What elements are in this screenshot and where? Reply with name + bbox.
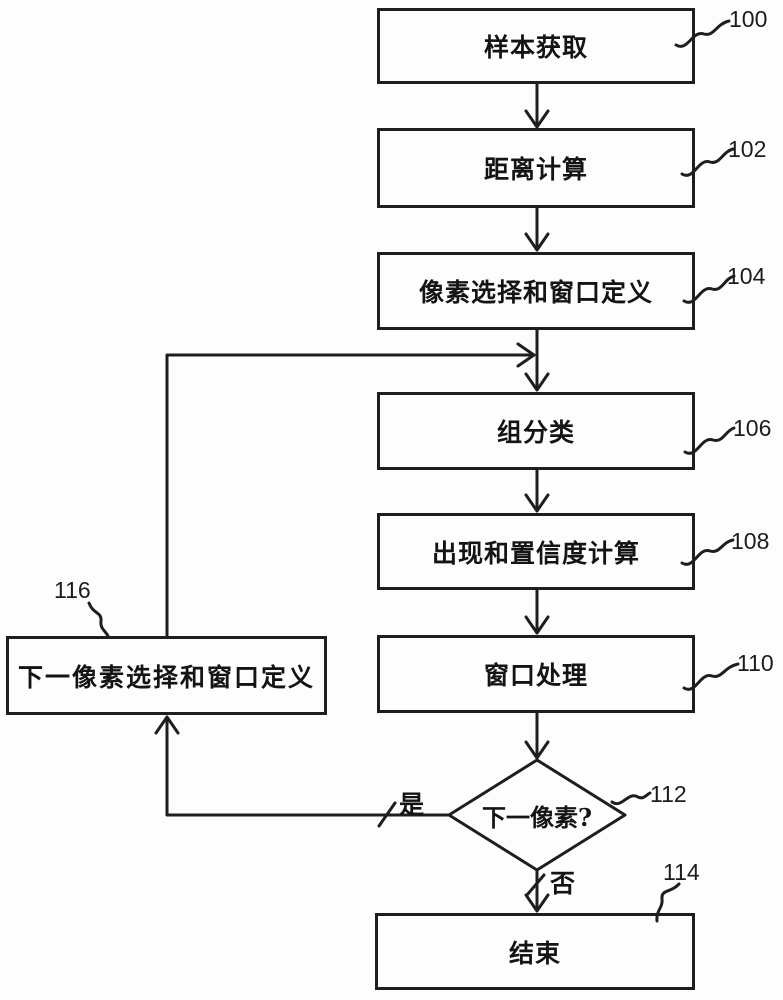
flow-decision-next-pixel-label: 下一像素? bbox=[481, 802, 593, 832]
yes-branch-slash bbox=[377, 801, 397, 828]
ref-label-104: 104 bbox=[727, 263, 766, 289]
arrow-100-to-102 bbox=[524, 82, 550, 129]
ref-label-112: 112 bbox=[650, 781, 687, 807]
arrow-decision-to-end bbox=[524, 868, 550, 913]
flow-box-sample-acquisition-label: 样本获取 bbox=[483, 33, 588, 62]
yes-branch-label: 是 bbox=[399, 790, 425, 819]
ref-label-110: 110 bbox=[737, 650, 774, 676]
flow-box-group-classify-label: 组分类 bbox=[496, 418, 575, 447]
flow-box-group-classify: 组分类 bbox=[377, 392, 695, 470]
flow-box-window-processing-label: 窗口处理 bbox=[483, 661, 588, 690]
flow-box-end: 结束 bbox=[375, 913, 695, 990]
flow-box-pixel-window: 像素选择和窗口定义 bbox=[377, 252, 695, 330]
ref-label-114: 114 bbox=[663, 859, 700, 885]
leader-116 bbox=[87, 601, 110, 638]
no-branch-label: 否 bbox=[550, 869, 576, 898]
no-branch-slash bbox=[525, 873, 546, 897]
flow-box-distance-calc: 距离计算 bbox=[377, 128, 695, 208]
ref-label-116: 116 bbox=[54, 577, 91, 603]
arrow-110-to-decision bbox=[524, 711, 550, 760]
ref-label-106: 106 bbox=[733, 415, 772, 441]
arrow-108-to-110 bbox=[524, 588, 550, 635]
flow-box-next-pixel-window-label: 下一像素选择和窗口定义 bbox=[17, 662, 315, 692]
flow-box-next-pixel-window: 下一像素选择和窗口定义 bbox=[6, 636, 327, 715]
arrow-loop-back bbox=[165, 342, 536, 638]
flow-box-end-label: 结束 bbox=[508, 938, 561, 968]
flow-box-occurrence-confidence: 出现和置信度计算 bbox=[377, 513, 695, 590]
flow-box-sample-acquisition: 样本获取 bbox=[377, 8, 695, 84]
flow-box-pixel-window-label: 像素选择和窗口定义 bbox=[418, 278, 653, 307]
arrow-104-to-106 bbox=[524, 328, 550, 392]
ref-label-108: 108 bbox=[731, 528, 770, 554]
flow-box-distance-calc-label: 距离计算 bbox=[483, 155, 588, 184]
flow-box-occurrence-confidence-label: 出现和置信度计算 bbox=[431, 538, 640, 568]
arrow-102-to-104 bbox=[524, 206, 550, 252]
ref-label-102: 102 bbox=[728, 136, 767, 162]
arrow-106-to-108 bbox=[524, 468, 550, 513]
flow-box-window-processing: 窗口处理 bbox=[377, 635, 695, 713]
ref-label-100: 100 bbox=[729, 6, 768, 32]
